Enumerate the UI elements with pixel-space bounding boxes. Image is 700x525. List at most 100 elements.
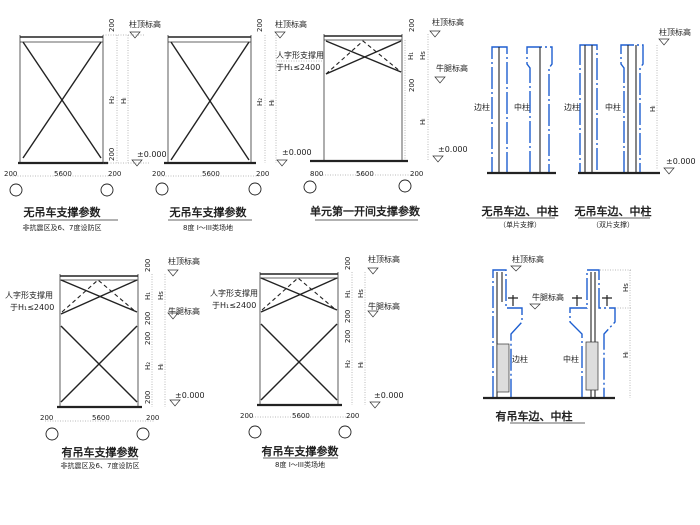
elevation-marker-icon — [529, 303, 541, 310]
elevation-marker-icon — [274, 31, 286, 39]
chevron-brace — [261, 277, 337, 311]
panel-title: 无吊车边、中柱 — [481, 204, 559, 218]
elevation-marker-icon — [367, 310, 379, 318]
dim-label: 200 — [240, 412, 253, 420]
column-top-elevation-label: 柱顶标高 — [512, 254, 544, 264]
dim-label: H₂ — [144, 362, 152, 370]
chevron-note: 人字形支撑用 — [5, 290, 53, 300]
column-top-elevation-label: 柱顶标高 — [432, 17, 464, 27]
edge-column-label: 边柱 — [512, 354, 528, 364]
elevation-marker-icon — [429, 30, 441, 38]
zero-elevation-label: ±0.000 — [666, 157, 696, 166]
panel-subtitle: 8度 I～III类场地 — [275, 460, 325, 469]
dim-label: 5600 — [54, 170, 72, 178]
dim-label: H₂ — [256, 98, 264, 106]
axis-bubble — [338, 425, 352, 439]
cross-brace — [60, 279, 138, 313]
panel-subtitle: 8度 I～III类场地 — [183, 223, 233, 232]
corbel-elevation-label: 牛腿标高 — [436, 63, 468, 73]
dim-label: 200 — [256, 170, 269, 178]
dim-label: 200 — [144, 312, 152, 325]
panel-no-crane-bracing-1: 200 200 H₂ Hₗ 柱顶标高 ±0.000 200 5600 200 无… — [4, 19, 167, 232]
dim-label: 800 — [310, 170, 323, 178]
dim-label: 200 — [344, 310, 352, 323]
column-top-elevation-label: 柱顶标高 — [659, 27, 691, 37]
crane-rail-icon — [508, 295, 518, 306]
dim-label: Hₗ — [649, 106, 657, 112]
dim-label: Hₗ — [622, 352, 630, 358]
edge-column-label: 边柱 — [474, 102, 490, 112]
dim-label: 200 — [408, 79, 416, 92]
zero-elevation-label: ±0.000 — [438, 145, 468, 154]
chevron-note: 于H₁≤2400 — [212, 301, 256, 310]
zero-elevation-label: ±0.000 — [175, 391, 205, 400]
column-top-elevation-label: 柱顶标高 — [129, 19, 161, 29]
dim-label: 200 — [144, 391, 152, 404]
dim-label: Hₗ — [120, 98, 128, 104]
panel-title: 有吊车支撑参数 — [262, 444, 340, 458]
dim-label: 200 — [4, 170, 17, 178]
middle-column — [620, 44, 644, 173]
dim-label: 200 — [144, 259, 152, 272]
axis-bubble — [248, 425, 262, 439]
chevron-brace — [61, 279, 137, 313]
elevation-marker-icon — [663, 167, 675, 175]
zero-elevation-label: ±0.000 — [137, 150, 167, 159]
elevation-marker-icon — [510, 265, 522, 272]
chevron-note: 人字形支撑用 — [276, 50, 324, 60]
dim-label: 200 — [146, 414, 159, 422]
elevation-marker-icon — [369, 401, 381, 409]
elevation-marker-icon — [167, 269, 179, 277]
dim-label: 200 — [408, 19, 416, 32]
dim-label: H₂ — [344, 360, 352, 368]
dim-label: 200 — [108, 148, 116, 161]
dim-label: 200 — [344, 330, 352, 343]
middle-column-label: 中柱 — [605, 102, 621, 112]
dim-label: 5600 — [92, 414, 110, 422]
axis-bubble — [9, 183, 23, 197]
dim-label: Hₗ — [357, 362, 365, 368]
panel-title: 无吊车支撑参数 — [169, 205, 248, 219]
cross-brace — [260, 277, 338, 311]
zero-elevation-label: ±0.000 — [282, 148, 312, 157]
chevron-note: 人字形支撑用 — [210, 288, 258, 298]
dim-label: 200 — [152, 170, 165, 178]
dim-label: H₂ — [108, 96, 116, 104]
panel-no-crane-columns-single: 边柱 中柱 无吊车边、中柱 （单片支撑） — [474, 46, 559, 229]
dim-label: 200 — [108, 19, 116, 32]
dim-label: H₁ — [344, 290, 352, 298]
panel-title: 单元第一开间支撑参数 — [310, 204, 421, 218]
edge-column — [492, 269, 523, 398]
axis-bubble — [155, 182, 169, 196]
column-top-elevation-label: 柱顶标高 — [168, 256, 200, 266]
dim-label: Hₗ — [157, 364, 165, 370]
dim-label: Hₗ — [419, 119, 427, 125]
column-shaft-panel — [585, 341, 599, 391]
axis-bubble — [100, 183, 114, 197]
axis-bubble — [248, 182, 262, 196]
corbel-elevation-label: 牛腿标高 — [368, 301, 400, 311]
dim-label: 200 — [346, 412, 359, 420]
dim-label: 5600 — [356, 170, 374, 178]
middle-column-label: 中柱 — [563, 354, 579, 364]
edge-column — [579, 44, 598, 174]
elevation-marker-icon — [658, 38, 670, 46]
panel-title: 有吊车支撑参数 — [62, 445, 140, 459]
dim-label: Hs — [157, 291, 165, 300]
elevation-marker-icon — [434, 76, 446, 84]
dim-label: 200 — [410, 170, 423, 178]
dim-label: H₁ — [144, 292, 152, 300]
panel-crane-columns: Hs Hₗ 柱顶标高 牛腿标高 边柱 中柱 有吊车边、中柱 — [483, 254, 632, 424]
panel-crane-bracing-2: 200 H₁ Hs 200 200 H₂ Hₗ 人字形支撑用 于H₁≤2400 … — [210, 254, 404, 469]
elevation-marker-icon — [129, 31, 141, 39]
panel-subtitle: （双片支撑） — [592, 220, 634, 229]
cross-brace — [325, 40, 402, 73]
dim-label: Hₗ — [268, 100, 276, 106]
panel-subtitle: 非抗震区及6、7度设防区 — [61, 461, 140, 470]
dim-label: 5600 — [292, 412, 310, 420]
axis-bubble — [136, 427, 150, 441]
column-top-elevation-label: 柱顶标高 — [275, 19, 307, 29]
crane-rail-icon — [572, 295, 612, 306]
panel-crane-bracing-1: 200 H₁ Hs 200 200 H₂ Hₗ 200 人字形支撑用 于H₁≤2… — [5, 256, 205, 470]
